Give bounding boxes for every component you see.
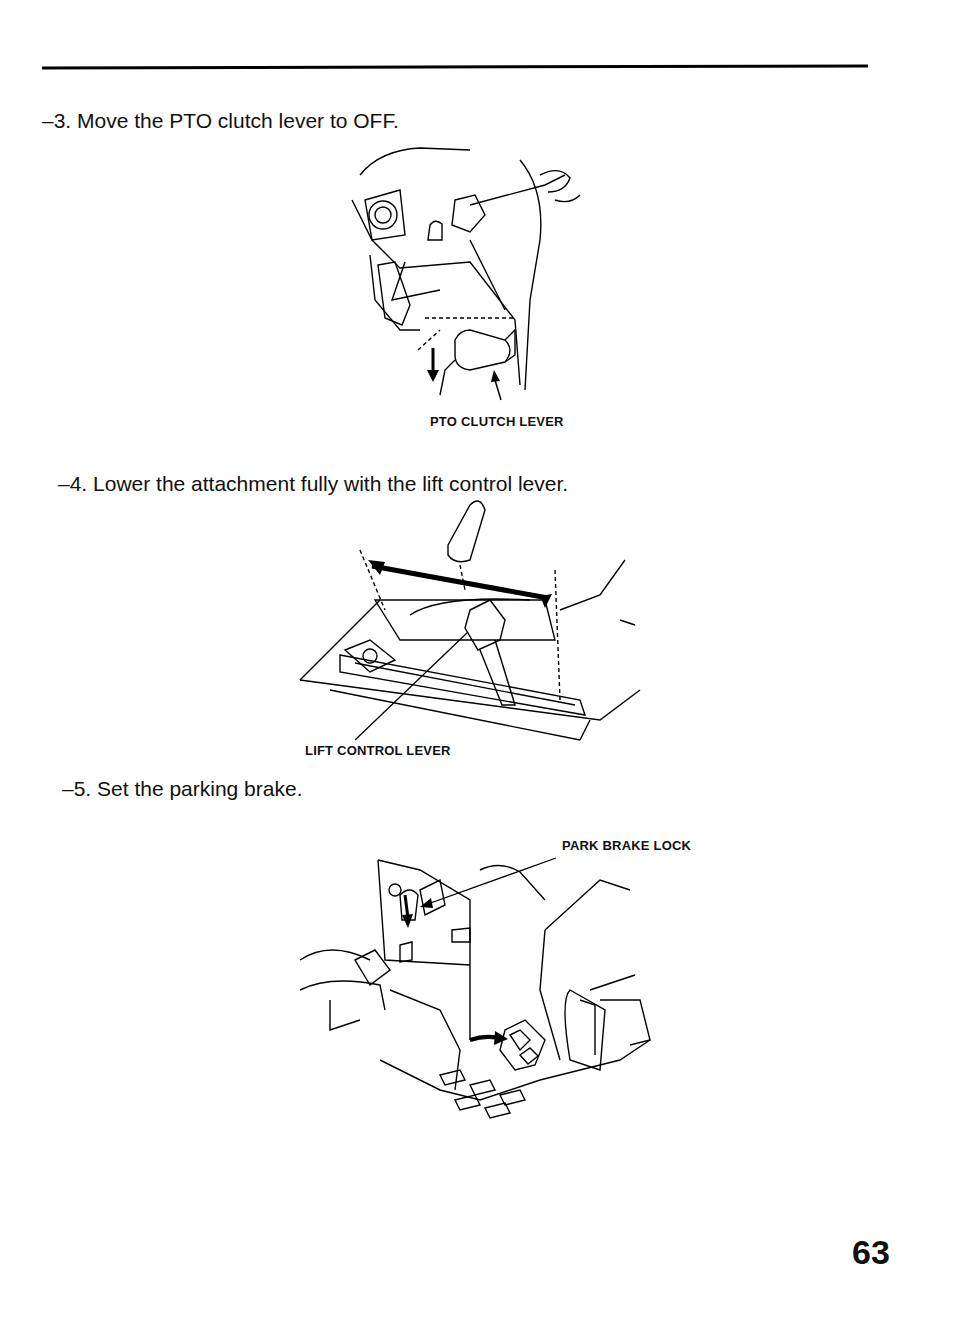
part-label: PARK BRAKE LOCK bbox=[562, 838, 691, 854]
step-text: –3. Move the PTO clutch lever to OFF. bbox=[42, 108, 399, 133]
pto-illustration bbox=[352, 148, 580, 395]
pto-arrows bbox=[427, 348, 501, 400]
step-text: –4. Lower the attachment fully with the … bbox=[58, 471, 568, 496]
part-label: LIFT CONTROL LEVER bbox=[305, 743, 451, 759]
lift-arrow bbox=[355, 560, 552, 740]
part-label: PTO CLUTCH LEVER bbox=[430, 414, 564, 430]
brake-arrows bbox=[402, 858, 556, 1045]
page-number: 63 bbox=[852, 1232, 890, 1273]
top-rule bbox=[42, 66, 868, 68]
lift-illustration bbox=[300, 501, 640, 740]
step-text: –5. Set the parking brake. bbox=[62, 776, 303, 801]
brake-illustration bbox=[300, 860, 650, 1118]
